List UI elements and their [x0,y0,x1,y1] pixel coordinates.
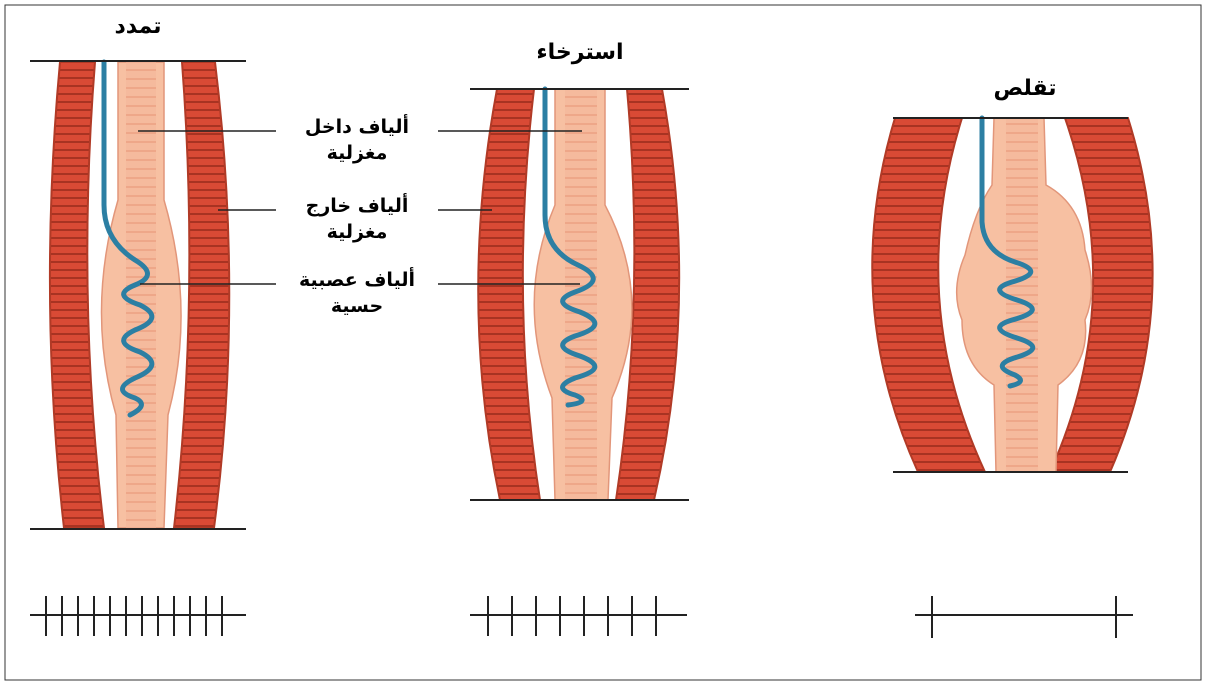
label-extrafusal-fibers: ألياف خارج مغزلية [282,193,432,245]
action-potential-ticks-dense [30,596,246,636]
intrafusal-core [1006,118,1038,472]
label-intrafusal-line2: مغزلية [282,140,432,166]
state-title-relax: استرخاء [520,40,640,65]
state-title-stretch: تمدد [98,14,178,39]
extrafusal-fiber-right [174,62,229,528]
label-extrafusal-line2: مغزلية [282,219,432,245]
intrafusal-core [126,62,156,528]
label-intrafusal-line1: ألياف داخل [282,114,432,140]
extrafusal-fiber-left [478,89,540,500]
label-extrafusal-line1: ألياف خارج [282,193,432,219]
extrafusal-fiber-left [50,62,104,528]
label-sensory-line1: ألياف عصبية [282,267,432,293]
action-potential-ticks-sparse [915,596,1133,638]
action-potential-ticks-medium [470,596,687,636]
label-sensory-line2: حسية [282,293,432,319]
label-sensory-nerve-fibers: ألياف عصبية حسية [282,267,432,319]
stretched-spindle [30,61,246,636]
label-intrafusal-fibers: ألياف داخل مغزلية [282,114,432,166]
relaxed-spindle [470,89,689,636]
state-title-contract: تقلص [980,76,1070,101]
contracted-spindle [872,118,1152,638]
